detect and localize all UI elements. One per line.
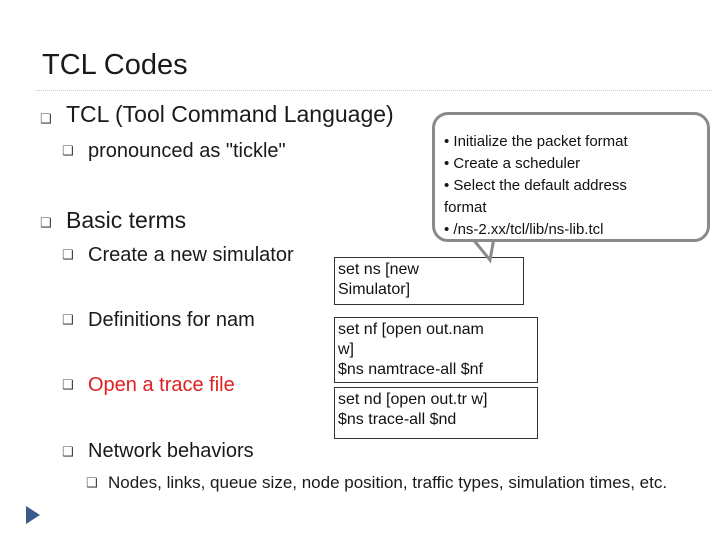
code-box-trace-file: set nd [open out.tr w] $ns trace-all $nd <box>334 387 538 439</box>
slide-title: TCL Codes <box>42 49 188 81</box>
callout-pointer <box>470 236 496 264</box>
bullet-pronounced: pronounced as "tickle" <box>88 140 286 162</box>
bullet-icon: ❑ <box>40 216 52 231</box>
bullet-icon: ❑ <box>62 445 74 460</box>
bullet-icon: ❑ <box>62 248 74 263</box>
title-divider <box>36 90 712 91</box>
callout-bubble <box>432 112 710 242</box>
bullet-create-simulator: Create a new simulator <box>88 244 294 266</box>
bullet-open-trace: Open a trace file <box>88 374 235 396</box>
code-box-create-simulator: set ns [new Simulator] <box>334 257 524 305</box>
callout-text: • Initialize the packet format • Create … <box>444 133 628 238</box>
navigation-arrow-icon[interactable] <box>24 504 42 526</box>
bullet-basic-terms: Basic terms <box>66 207 187 233</box>
bullet-icon: ❑ <box>62 313 74 328</box>
code-box-nam-definition: set nf [open out.nam w] $ns namtrace-all… <box>334 317 538 383</box>
bullet-icon: ❑ <box>40 112 52 127</box>
bullet-definitions-nam: Definitions for nam <box>88 309 255 331</box>
bullet-network-detail: Nodes, links, queue size, node position,… <box>108 473 668 492</box>
bullet-icon: ❑ <box>86 476 98 491</box>
bullet-tcl-heading: TCL (Tool Command Language) <box>66 101 394 127</box>
bullet-network-behaviors: Network behaviors <box>88 440 254 462</box>
bullet-icon: ❑ <box>62 378 74 393</box>
bullet-icon: ❑ <box>62 144 74 159</box>
